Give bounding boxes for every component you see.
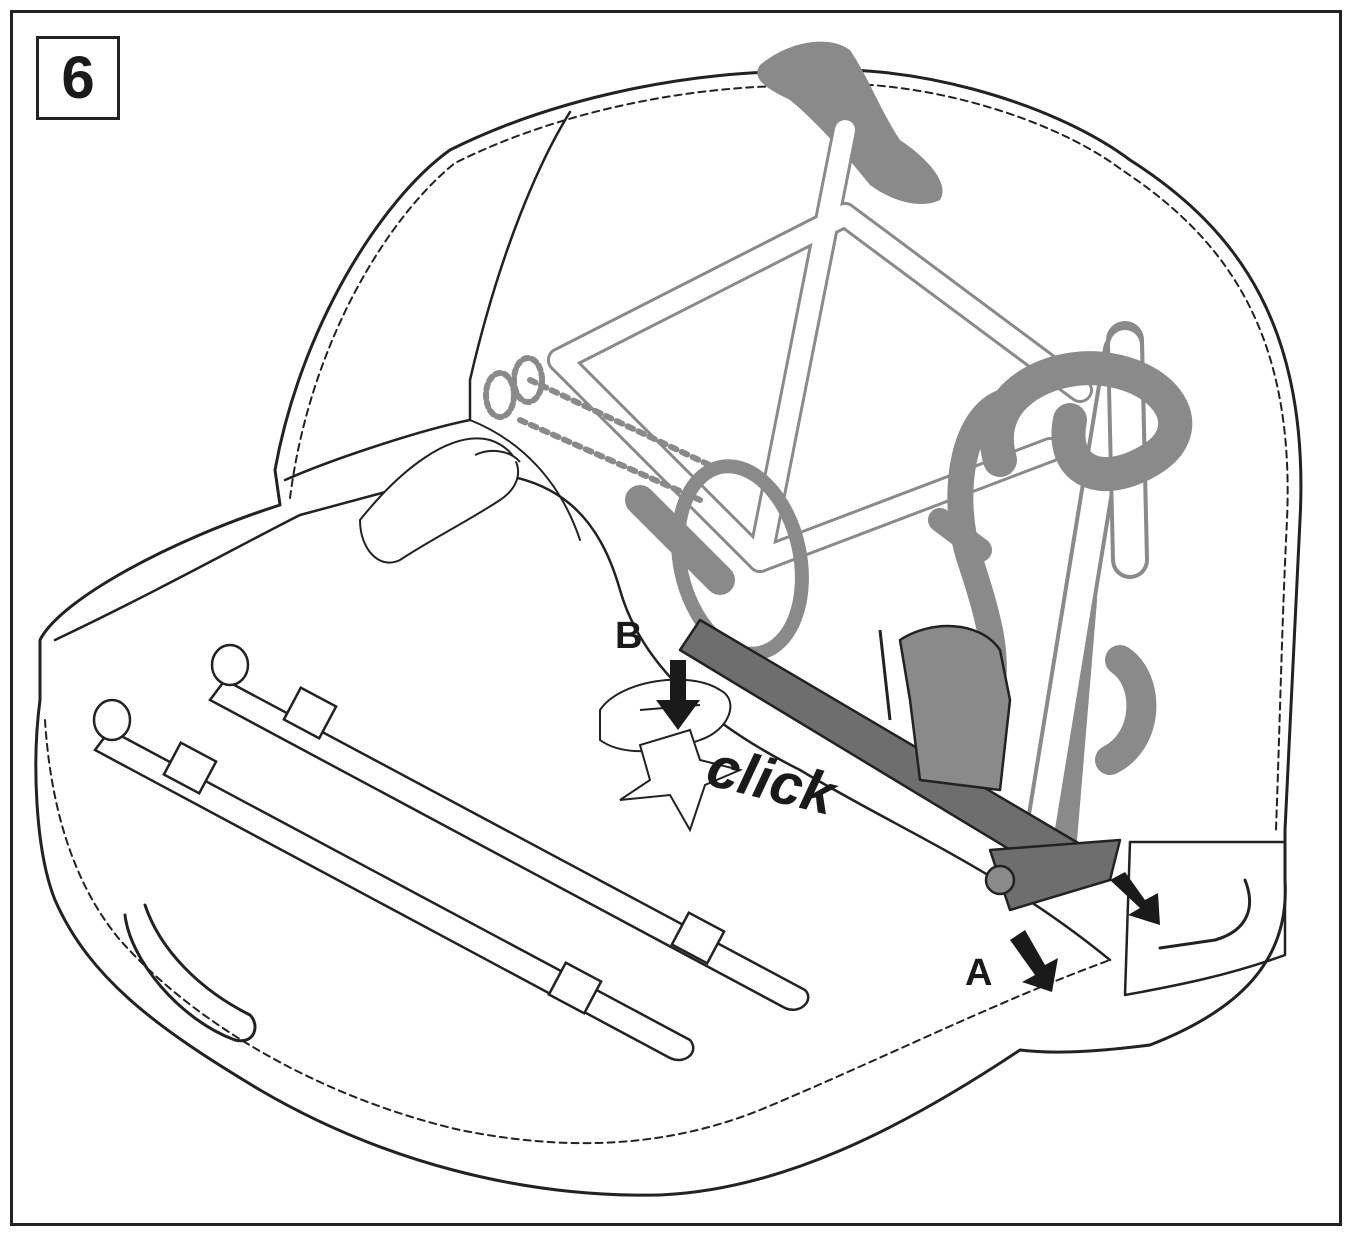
bag-inner-floor-edge xyxy=(469,419,581,541)
rail-knob xyxy=(984,864,1016,896)
rod-front-cap xyxy=(92,698,132,742)
packed-pedal-bag xyxy=(358,437,521,564)
spare-rods xyxy=(92,643,810,1062)
arrow-a xyxy=(1010,930,1058,992)
rod-strap-1 xyxy=(282,686,338,740)
bag-inner-wall xyxy=(283,110,572,482)
illustration-frame xyxy=(10,10,1342,1226)
side-handle-left xyxy=(123,903,257,1043)
arrow-a-right xyxy=(1110,872,1160,925)
chainring xyxy=(671,459,809,661)
rod-strap-4 xyxy=(547,961,603,1015)
bike-bag xyxy=(34,68,1303,1197)
bike-frame xyxy=(483,41,1193,857)
click-burst xyxy=(619,728,744,833)
bag-mouth-seam xyxy=(53,470,1112,962)
bag-outer-shell xyxy=(34,68,1303,1197)
label-b: B xyxy=(615,615,642,657)
handlebar xyxy=(980,351,1193,492)
rod-strap-3 xyxy=(670,911,726,965)
step-number-box: 6 xyxy=(36,36,120,120)
bag-stitching-bottom xyxy=(44,719,1111,1145)
step-number: 6 xyxy=(61,44,95,111)
side-handle-right xyxy=(1158,878,1252,950)
arrow-b xyxy=(656,660,700,730)
mounting-rail xyxy=(678,618,1122,912)
label-a: A xyxy=(965,952,992,994)
rod-front xyxy=(93,728,695,1062)
clip-pad xyxy=(599,678,732,753)
bag-right-panel xyxy=(1123,840,1287,997)
rod-back-cap xyxy=(210,643,250,687)
rod-back xyxy=(208,678,810,1011)
bag-stitching-top xyxy=(289,82,1289,831)
rod-strap-2 xyxy=(162,741,218,795)
